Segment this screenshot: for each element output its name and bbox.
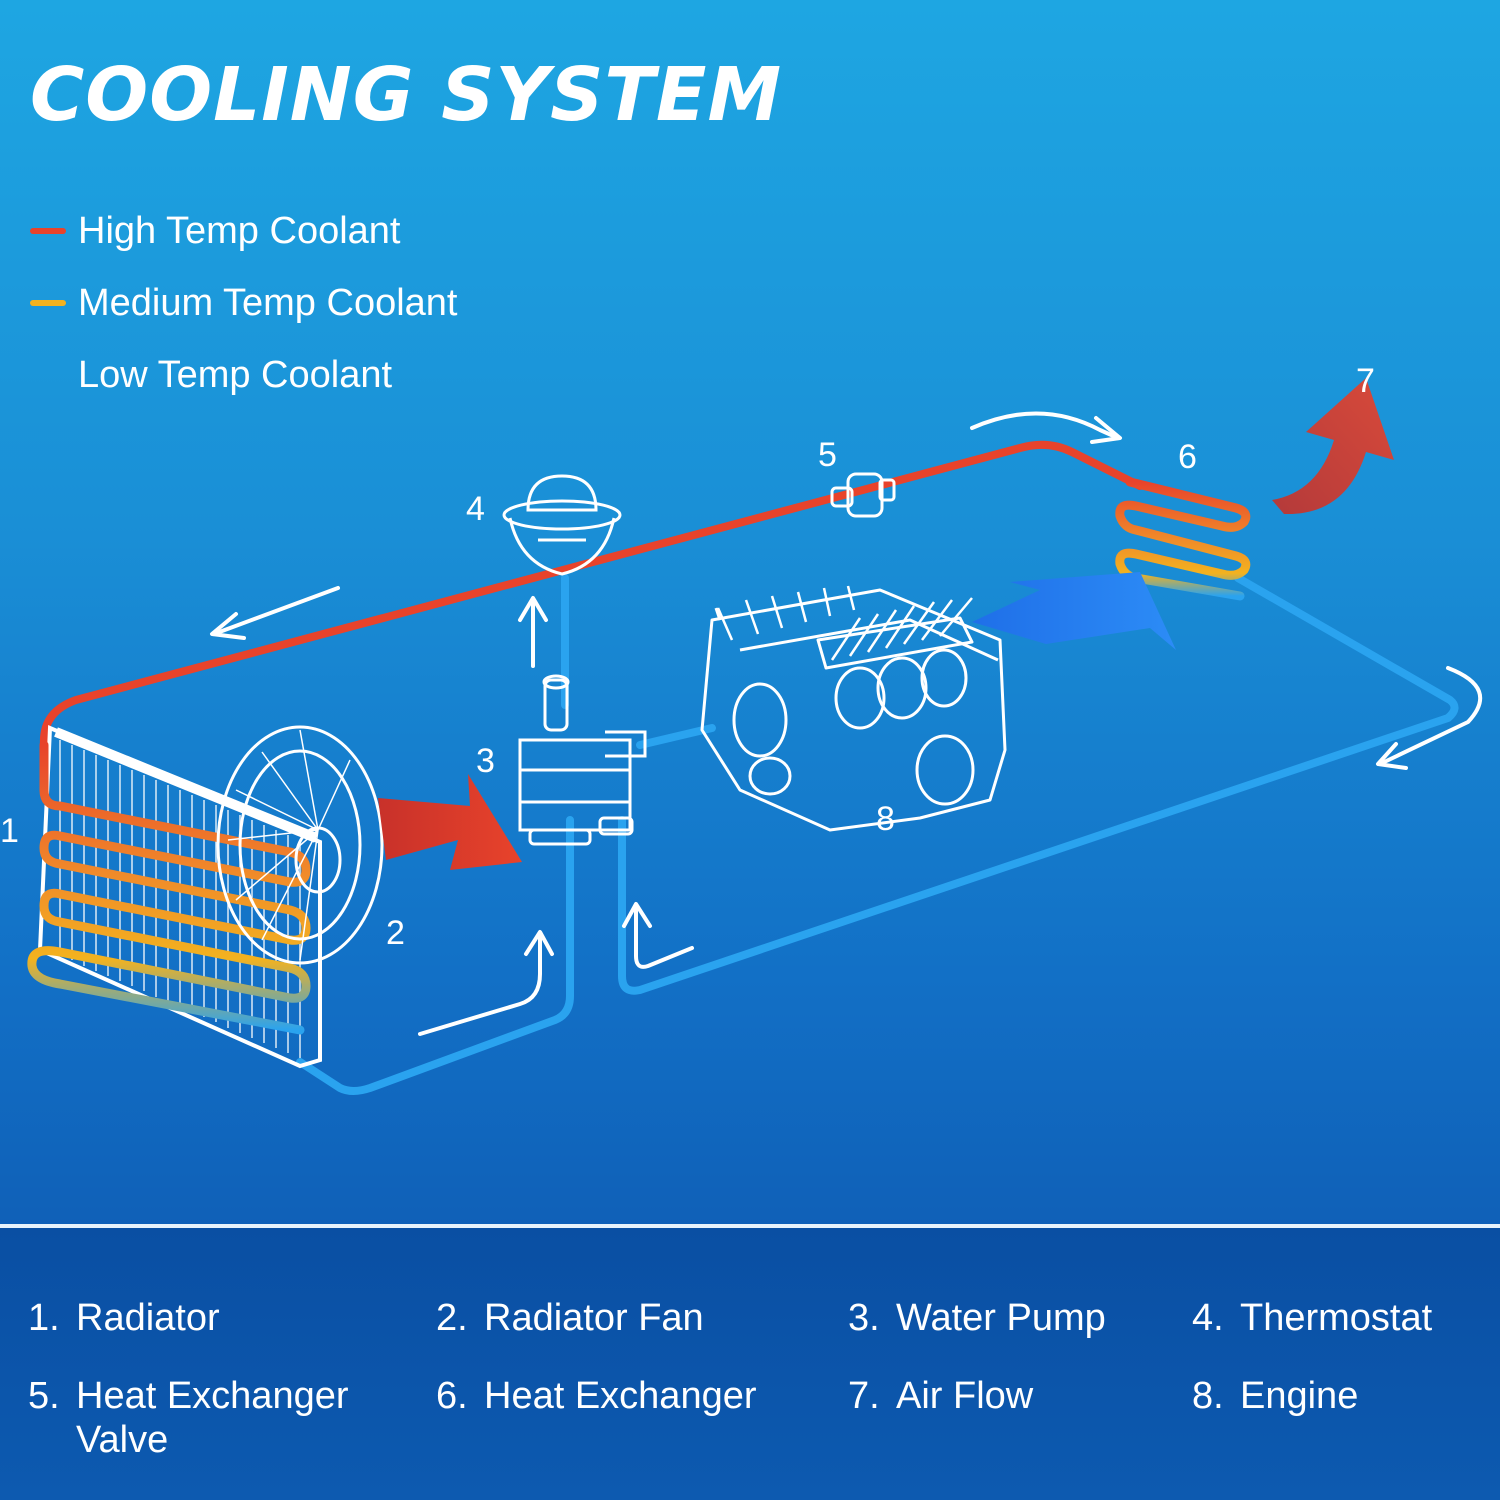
pump-inlet-pipe	[296, 816, 574, 1095]
legend-label: Medium Temp Coolant	[78, 281, 458, 324]
water-pump	[518, 674, 647, 846]
part-number: 6.	[436, 1375, 468, 1417]
part-item: 4. Thermostat	[1192, 1296, 1432, 1340]
arrow-left-top	[212, 586, 340, 636]
legend-label: High Temp Coolant	[78, 209, 401, 252]
part-number: 8.	[1192, 1375, 1224, 1417]
legend-swatch-medium	[30, 300, 66, 306]
part-item: 3. Water Pump	[848, 1296, 1106, 1340]
callout-2: 2	[386, 914, 405, 952]
part-name: Heat Exchanger	[484, 1375, 757, 1417]
radiator-fan	[216, 725, 384, 965]
arrow-pump-inlet	[418, 932, 542, 1036]
legend: High Temp Coolant Medium Temp Coolant Lo…	[30, 195, 457, 411]
part-item: 1. Radiator	[28, 1296, 220, 1340]
part-item: 6. Heat Exchanger	[436, 1374, 757, 1418]
part-name: Radiator Fan	[484, 1297, 704, 1339]
legend-item-medium: Medium Temp Coolant	[30, 267, 457, 339]
arrow-return-up-head	[622, 902, 652, 928]
part-name: Air Flow	[896, 1375, 1034, 1417]
part-item: 2. Radiator Fan	[436, 1296, 704, 1340]
part-item: 5. Heat Exchanger Valve	[28, 1374, 388, 1462]
high-temp-pipe	[39, 440, 1144, 749]
parts-list: 1. Radiator 2. Radiator Fan 3. Water Pum…	[0, 1228, 1500, 1500]
arrow-left-top-head	[210, 612, 246, 640]
section-divider	[0, 1224, 1500, 1228]
callout-8: 8	[876, 800, 895, 838]
part-name: Water Pump	[896, 1297, 1106, 1339]
legend-swatch-high	[30, 228, 66, 234]
part-number: 4.	[1192, 1297, 1224, 1339]
part-number: 1.	[28, 1297, 60, 1339]
callout-5: 5	[818, 436, 837, 474]
arrow-top-right-head	[1090, 416, 1122, 444]
callout-3: 3	[476, 742, 495, 780]
radiator-top-tank	[54, 727, 318, 843]
arrow-up-pump-head	[518, 596, 548, 622]
part-number: 5.	[28, 1375, 60, 1417]
thermostat	[502, 474, 622, 576]
part-name: Thermostat	[1240, 1297, 1433, 1339]
callout-7: 7	[1356, 362, 1375, 400]
legend-item-low: Low Temp Coolant	[30, 339, 457, 411]
heat-exchanger-valve	[830, 472, 896, 518]
arrow-return-up	[634, 904, 694, 969]
return-pipe-outer	[618, 574, 1459, 995]
part-name: Engine	[1240, 1375, 1359, 1417]
heat-exchanger	[1115, 477, 1251, 601]
part-number: 2.	[436, 1297, 468, 1339]
callout-4: 4	[466, 490, 485, 528]
part-number: 3.	[848, 1297, 880, 1339]
air-flow-arrow	[1272, 378, 1394, 515]
legend-item-high: High Temp Coolant	[30, 195, 457, 267]
callout-6: 6	[1178, 438, 1197, 476]
callout-1: 1	[0, 812, 19, 850]
radiator	[27, 725, 322, 1069]
arrow-return-right	[1378, 666, 1483, 766]
high-temp-pipes	[39, 440, 1144, 749]
legend-label: Low Temp Coolant	[78, 353, 393, 396]
callout-labels: 1 2 3 4 5 6 7 8	[0, 362, 1375, 952]
part-item: 7. Air Flow	[848, 1374, 1033, 1418]
part-name: Radiator	[76, 1297, 220, 1339]
part-name: Heat Exchanger Valve	[76, 1375, 349, 1461]
flow-direction-arrows	[210, 411, 1483, 1036]
arrow-top-right	[970, 411, 1120, 440]
fan-airflow-arrow	[378, 774, 522, 870]
part-number: 7.	[848, 1375, 880, 1417]
page-title: COOLING SYSTEM	[30, 52, 783, 138]
cooling-diagram: 1 2 3 4 5 6 7 8	[0, 362, 1483, 1095]
radiator-coil	[27, 740, 311, 1035]
arrow-return-right-head	[1376, 742, 1408, 770]
arrow-pump-inlet-head	[524, 930, 554, 956]
intake-air-arrow	[972, 572, 1176, 650]
part-item: 8. Engine	[1192, 1374, 1358, 1418]
engine-pump-pipe	[636, 724, 716, 749]
engine	[700, 585, 1007, 832]
